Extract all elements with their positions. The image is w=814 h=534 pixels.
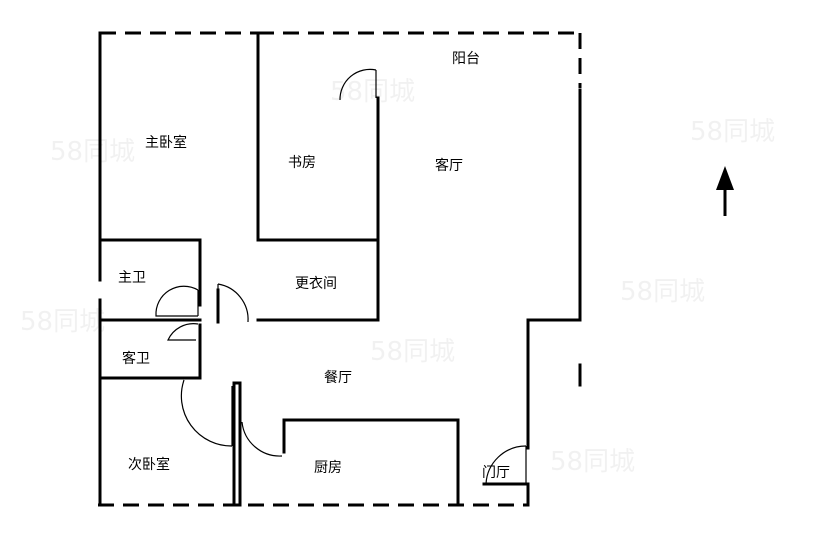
label-master-bath: 主卫	[118, 270, 146, 286]
door-kitchen-swing	[241, 421, 283, 457]
watermark: 58同城	[550, 447, 635, 477]
watermark: 58同城	[370, 337, 455, 367]
door-masterbath-swing	[155, 285, 199, 317]
label-master-bedroom: 主卧室	[145, 134, 187, 151]
label-dressing-room: 更衣间	[295, 276, 337, 292]
doors	[155, 68, 527, 485]
label-dining-room: 餐厅	[324, 370, 352, 386]
watermark: 58同城	[20, 307, 105, 337]
north-arrow-icon	[716, 166, 734, 216]
door-entrance-swing	[485, 445, 527, 485]
door-study-swing	[339, 68, 377, 101]
label-living-room: 客厅	[435, 157, 463, 174]
walls	[98, 31, 582, 507]
label-kitchen: 厨房	[314, 460, 342, 476]
watermark: 58同城	[620, 277, 705, 307]
label-study: 书房	[288, 155, 316, 171]
watermark-group: 58同城 58同城 58同城 58同城 58同城 58同城 58同城	[20, 77, 775, 477]
door-bedroom2-swing	[180, 379, 233, 447]
watermark: 58同城	[50, 137, 135, 167]
label-foyer: 门厅	[482, 465, 510, 481]
door-bedroom-swing	[217, 283, 249, 323]
door-guestbath-swing	[167, 323, 199, 341]
room-labels: 阳台 主卧室 书房 客厅 主卫 更衣间 客卫 餐厅 次卧室 厨房 门厅	[118, 51, 510, 481]
label-balcony: 阳台	[452, 51, 480, 67]
watermark: 58同城	[330, 77, 415, 107]
dashed-boundaries	[98, 31, 582, 507]
label-guest-bath: 客卫	[122, 350, 150, 367]
label-second-bedroom: 次卧室	[128, 456, 170, 473]
watermark: 58同城	[690, 117, 775, 147]
